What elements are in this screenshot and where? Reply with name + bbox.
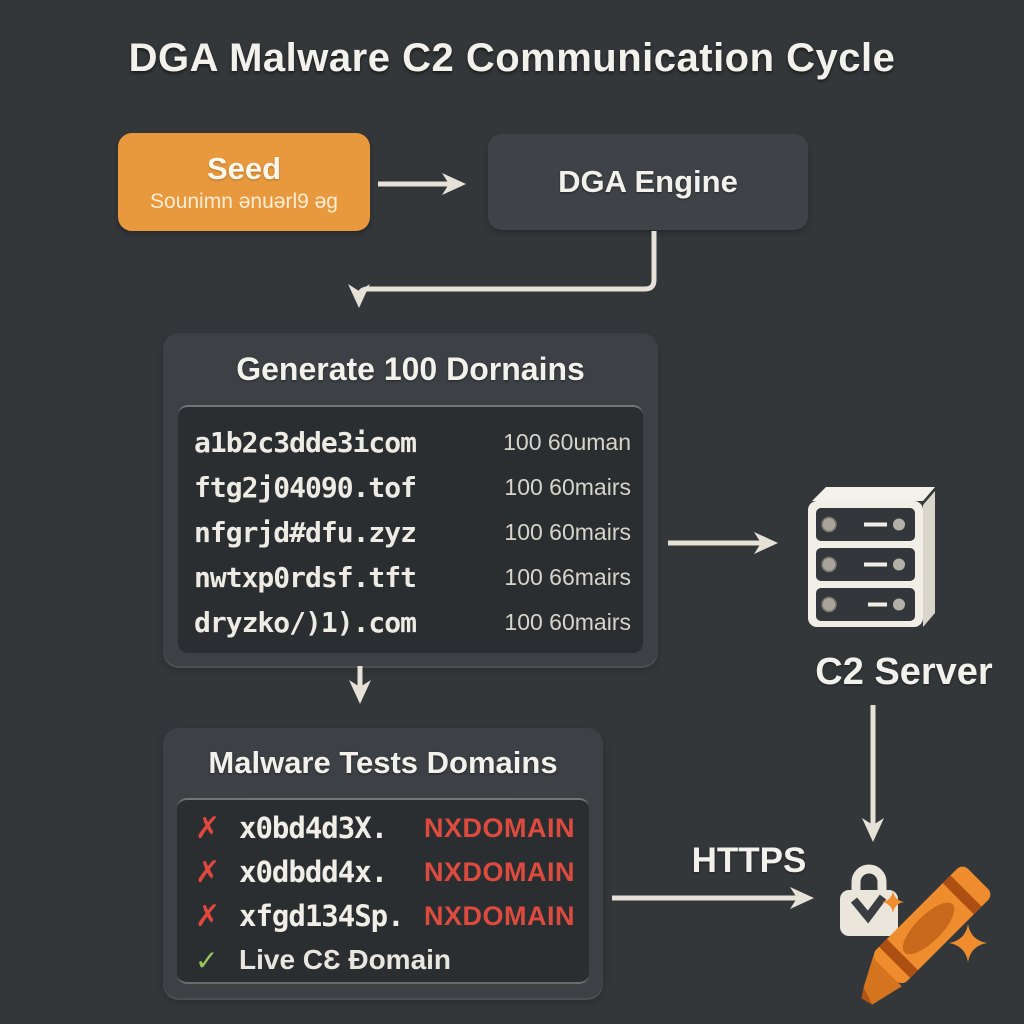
domain-text: nwtxp0rdsf.tft [194,561,417,594]
domain-text: ftg2j04090.tof [194,471,417,504]
test-row: ✗ x0bd4d3X. NXDOMAIN [177,806,589,850]
sparkle-icon [882,891,904,913]
malware-tests-node: Malware Tests Domains ✗ x0bd4d3X. NXDOMA… [163,728,603,998]
x-mark-icon: ✗ [195,855,221,889]
test-list-panel: ✗ x0bd4d3X. NXDOMAIN ✗ x0dbdd4x. NXDOMAI… [177,798,589,984]
test-row: ✗ x0dbdd4x. NXDOMAIN [177,850,589,894]
padlock-check-mark [850,894,887,924]
dga-engine-node: DGA Engine [488,134,808,230]
domain-text: a1b2c3dde3icom [194,426,417,459]
sparkle-icon [949,924,987,962]
generate-domains-title: Generate 100 Dornains [236,350,585,387]
domain-note: 100 60mairs [504,474,631,500]
crayon-icon [861,866,991,1005]
nxdomain-status: NXDOMAIN [424,812,575,843]
nxdomain-status: NXDOMAIN [424,900,575,931]
padlock-check-icon [840,864,898,936]
generate-domains-node: Generate 100 Dornains a1b2c3dde3icom 100… [163,333,658,666]
domain-list-panel: a1b2c3dde3icom 100 60uman ftg2j04090.tof… [178,405,643,653]
domain-row: nfgrjd#dfu.zyz 100 60mairs [178,510,643,555]
crayon-watermark [861,866,991,1005]
domain-row: a1b2c3dde3icom 100 60uman [178,420,643,465]
arrow-dga-to-generate [348,231,657,308]
domain-note: 100 66mairs [504,564,631,590]
domain-text: nfgrjd#dfu.zyz [194,516,417,549]
https-label: HTTPS [691,841,807,880]
test-row: ✗ xfgd134Sp. NXDOMAIN [177,894,589,938]
server-slot [816,508,915,541]
server-side-face [923,491,935,627]
x-mark-icon: ✗ [195,811,221,845]
c2-server-label: C2 Server [815,651,993,693]
seed-node: Seed Sounimn ǝnuǝrl9 ǝg [118,133,370,231]
seed-title: Seed [206,150,282,186]
test-domain: x0bd4d3X. [239,811,388,845]
page-title: DGA Malware C2 Communication Cycle [128,36,896,80]
server-rack-icon [808,487,935,627]
domain-note: 100 60mairs [504,519,631,545]
malware-tests-title: Malware Tests Domains [208,745,558,780]
server-slot [816,548,915,581]
server-slot [816,588,915,621]
server-top-face [812,487,935,501]
domain-text: dryzko/)1).com [194,606,417,639]
padlock-shackle [851,864,887,898]
dga-engine-title: DGA Engine [558,164,738,199]
check-icon: ✓ [195,944,219,976]
nxdomain-status: NXDOMAIN [424,856,575,887]
test-row-success: ✓ Live CƐ Ɖomain [177,938,589,982]
seed-subtitle: Sounimn ǝnuǝrl9 ǝg [150,189,338,213]
test-domain: x0dbdd4x. [239,855,388,889]
test-domain: xfgd134Sp. [239,899,405,933]
domain-row: dryzko/)1).com 100 60mairs [178,600,643,645]
domain-row: nwtxp0rdsf.tft 100 66mairs [178,555,643,600]
x-mark-icon: ✗ [195,899,221,933]
domain-row: ftg2j04090.tof 100 60mairs [178,465,643,510]
live-domain-label: Live CƐ Ɖomain [239,944,452,975]
domain-note: 100 60uman [503,429,631,455]
domain-note: 100 60mairs [504,609,631,635]
